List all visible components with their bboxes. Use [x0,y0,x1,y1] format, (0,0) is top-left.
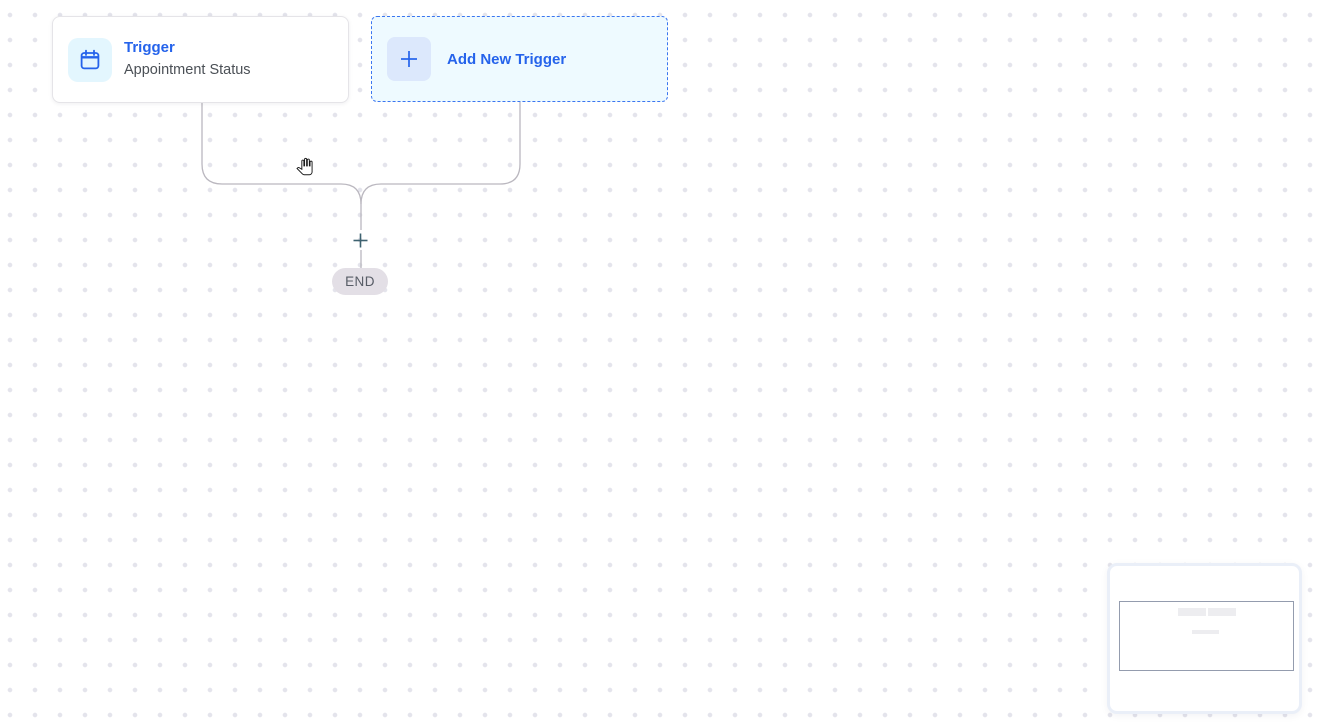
minimap-add-trigger-node [1208,608,1236,616]
plus-icon [387,37,431,81]
calendar-icon [68,37,112,82]
minimap-end-node [1192,630,1219,634]
trigger-card-title: Trigger [124,39,175,57]
add-action-button[interactable] [352,232,368,248]
trigger-card-subtitle: Appointment Status [124,61,251,78]
hand-cursor-icon [296,157,313,176]
minimap-trigger-node [1178,608,1206,616]
minimap[interactable] [1107,563,1302,714]
trigger-node-card[interactable]: Trigger Appointment Status [52,16,349,103]
trigger-card-texts: Trigger Appointment Status [124,37,251,81]
add-new-trigger-label: Add New Trigger [447,50,567,68]
end-node: END [332,268,388,295]
add-new-trigger-button[interactable]: Add New Trigger [371,16,668,102]
minimap-viewport[interactable] [1119,601,1294,671]
